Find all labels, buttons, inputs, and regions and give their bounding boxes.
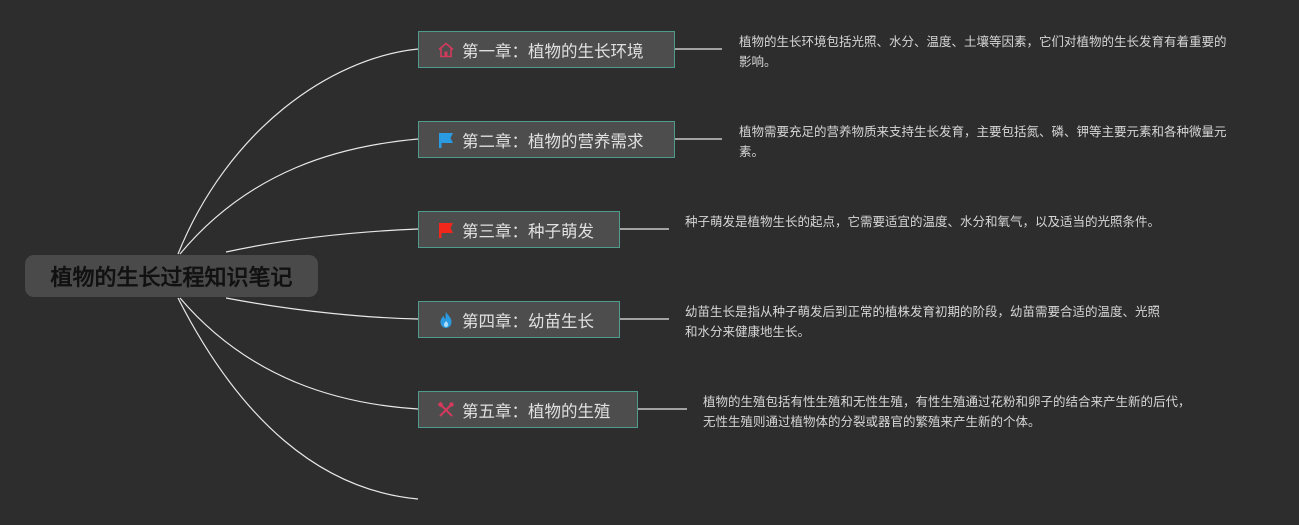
topic-chapter-5[interactable]: 第五章：植物的生殖: [418, 391, 638, 428]
topic-chapter-3[interactable]: 第三章：种子萌发: [418, 211, 620, 248]
branch-curve: [225, 228, 419, 253]
topic-chapter-4[interactable]: 第四章：幼苗生长: [418, 301, 620, 338]
topic-note: 幼苗生长是指从种子萌发后到正常的植株发育初期的阶段，幼苗需要合适的温度、光照和水…: [685, 304, 1161, 339]
topic-note: 植物的生殖包括有性生殖和无性生殖，有性生殖通过花粉和卵子的结合来产生新的后代，无…: [703, 394, 1191, 429]
branch-curve: [179, 297, 419, 410]
fire-icon: [436, 310, 456, 330]
branch-curve: [177, 297, 419, 500]
topic-note: 植物的生长环境包括光照、水分、温度、土壤等因素，它们对植物的生长发育有着重要的影…: [739, 34, 1227, 69]
home-icon: [436, 40, 456, 60]
root-topic-label: 植物的生长过程知识笔记: [50, 266, 293, 291]
topic-label: 第三章：种子萌发: [462, 221, 594, 241]
branch-curve: [179, 138, 419, 255]
root-topic[interactable]: 植物的生长过程知识笔记: [25, 255, 318, 297]
branch-curve: [225, 297, 419, 320]
branch-curve: [177, 48, 419, 255]
topic-note: 种子萌发是植物生长的起点，它需要适宜的温度、水分和氧气，以及适当的光照条件。: [685, 214, 1161, 229]
tools-icon: [436, 400, 456, 420]
topic-label: 第五章：植物的生殖: [462, 401, 611, 421]
flag-icon: [436, 130, 456, 150]
flag-icon: [436, 220, 456, 240]
topic-label: 第二章：植物的营养需求: [462, 131, 644, 151]
topic-label: 第一章：植物的生长环境: [462, 41, 644, 61]
topic-chapter-2[interactable]: 第二章：植物的营养需求: [418, 121, 675, 158]
topic-label: 第四章：幼苗生长: [462, 311, 594, 331]
topic-chapter-1[interactable]: 第一章：植物的生长环境: [418, 31, 675, 68]
topic-note: 植物需要充足的营养物质来支持生长发育，主要包括氮、磷、钾等主要元素和各种微量元素…: [739, 124, 1227, 159]
